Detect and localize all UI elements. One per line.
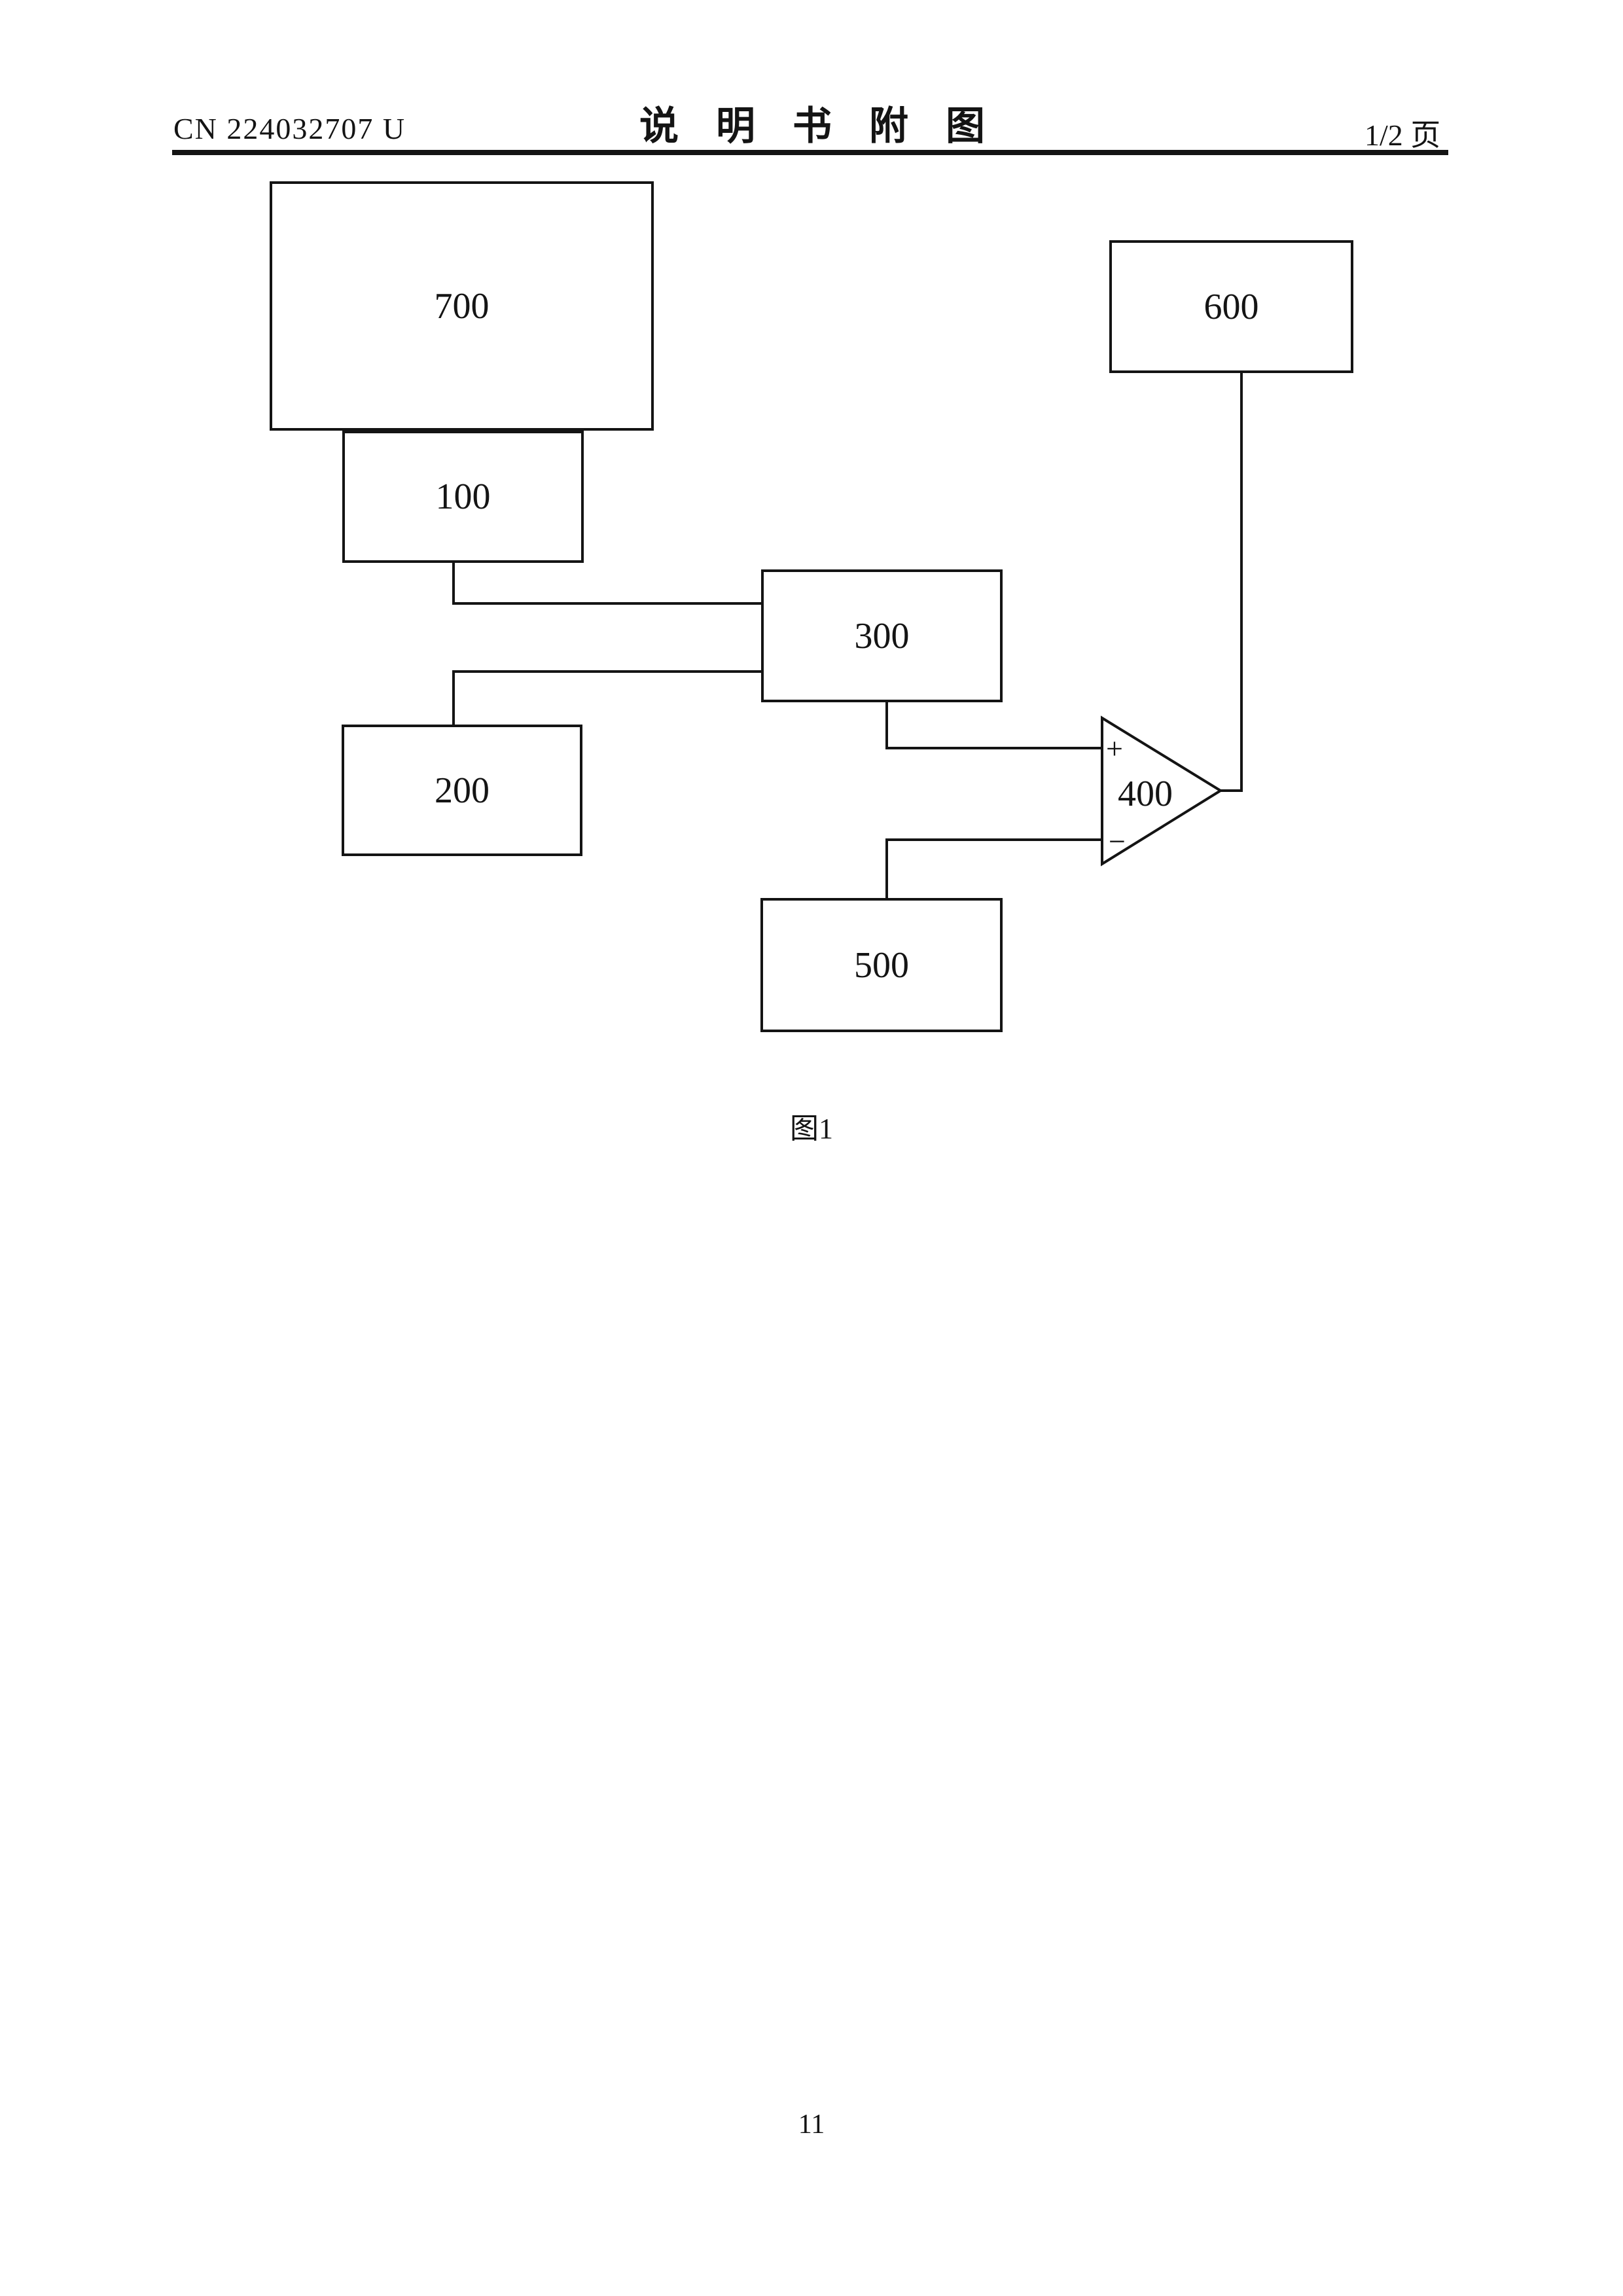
node-label: 100 xyxy=(435,476,491,517)
opamp-plus-input-label: + xyxy=(1106,732,1123,765)
wire-300-to-200 xyxy=(452,670,455,725)
figure-caption: 图1 xyxy=(790,1113,833,1145)
wire-500-to-opamp-minus xyxy=(885,838,1102,841)
node-label: 300 xyxy=(854,615,910,656)
opamp-node-label: 400 xyxy=(1118,774,1173,814)
node-box-700: 700 xyxy=(270,181,654,431)
page-number: 11 xyxy=(798,2109,825,2140)
wire-opamp-output-to-600 xyxy=(1221,789,1243,792)
node-label: 600 xyxy=(1204,286,1259,327)
page-title: 说明书附图 xyxy=(639,104,1022,148)
node-box-300: 300 xyxy=(761,569,1003,702)
opamp-minus-input-label: − xyxy=(1109,825,1126,858)
wire-300-to-200 xyxy=(452,670,761,673)
wire-opamp-output-to-600 xyxy=(1240,373,1243,792)
document-number: CN 224032707 U xyxy=(173,112,406,145)
header-rule xyxy=(172,150,1448,155)
wire-100-to-300 xyxy=(452,602,761,605)
node-label: 700 xyxy=(434,285,490,327)
node-label: 200 xyxy=(435,770,490,811)
node-box-600: 600 xyxy=(1109,240,1353,373)
node-box-200: 200 xyxy=(342,725,582,856)
opamp-triangle-icon xyxy=(1101,715,1223,867)
page-indicator: 1/2 页 xyxy=(1364,118,1441,152)
wire-300-to-opamp-plus xyxy=(885,702,888,749)
wire-300-to-opamp-plus xyxy=(885,747,1102,749)
node-box-100: 100 xyxy=(342,431,584,563)
node-label: 500 xyxy=(854,944,909,986)
wire-500-to-opamp-minus xyxy=(885,838,888,898)
wire-100-to-300 xyxy=(452,563,455,605)
node-box-500: 500 xyxy=(760,898,1003,1032)
